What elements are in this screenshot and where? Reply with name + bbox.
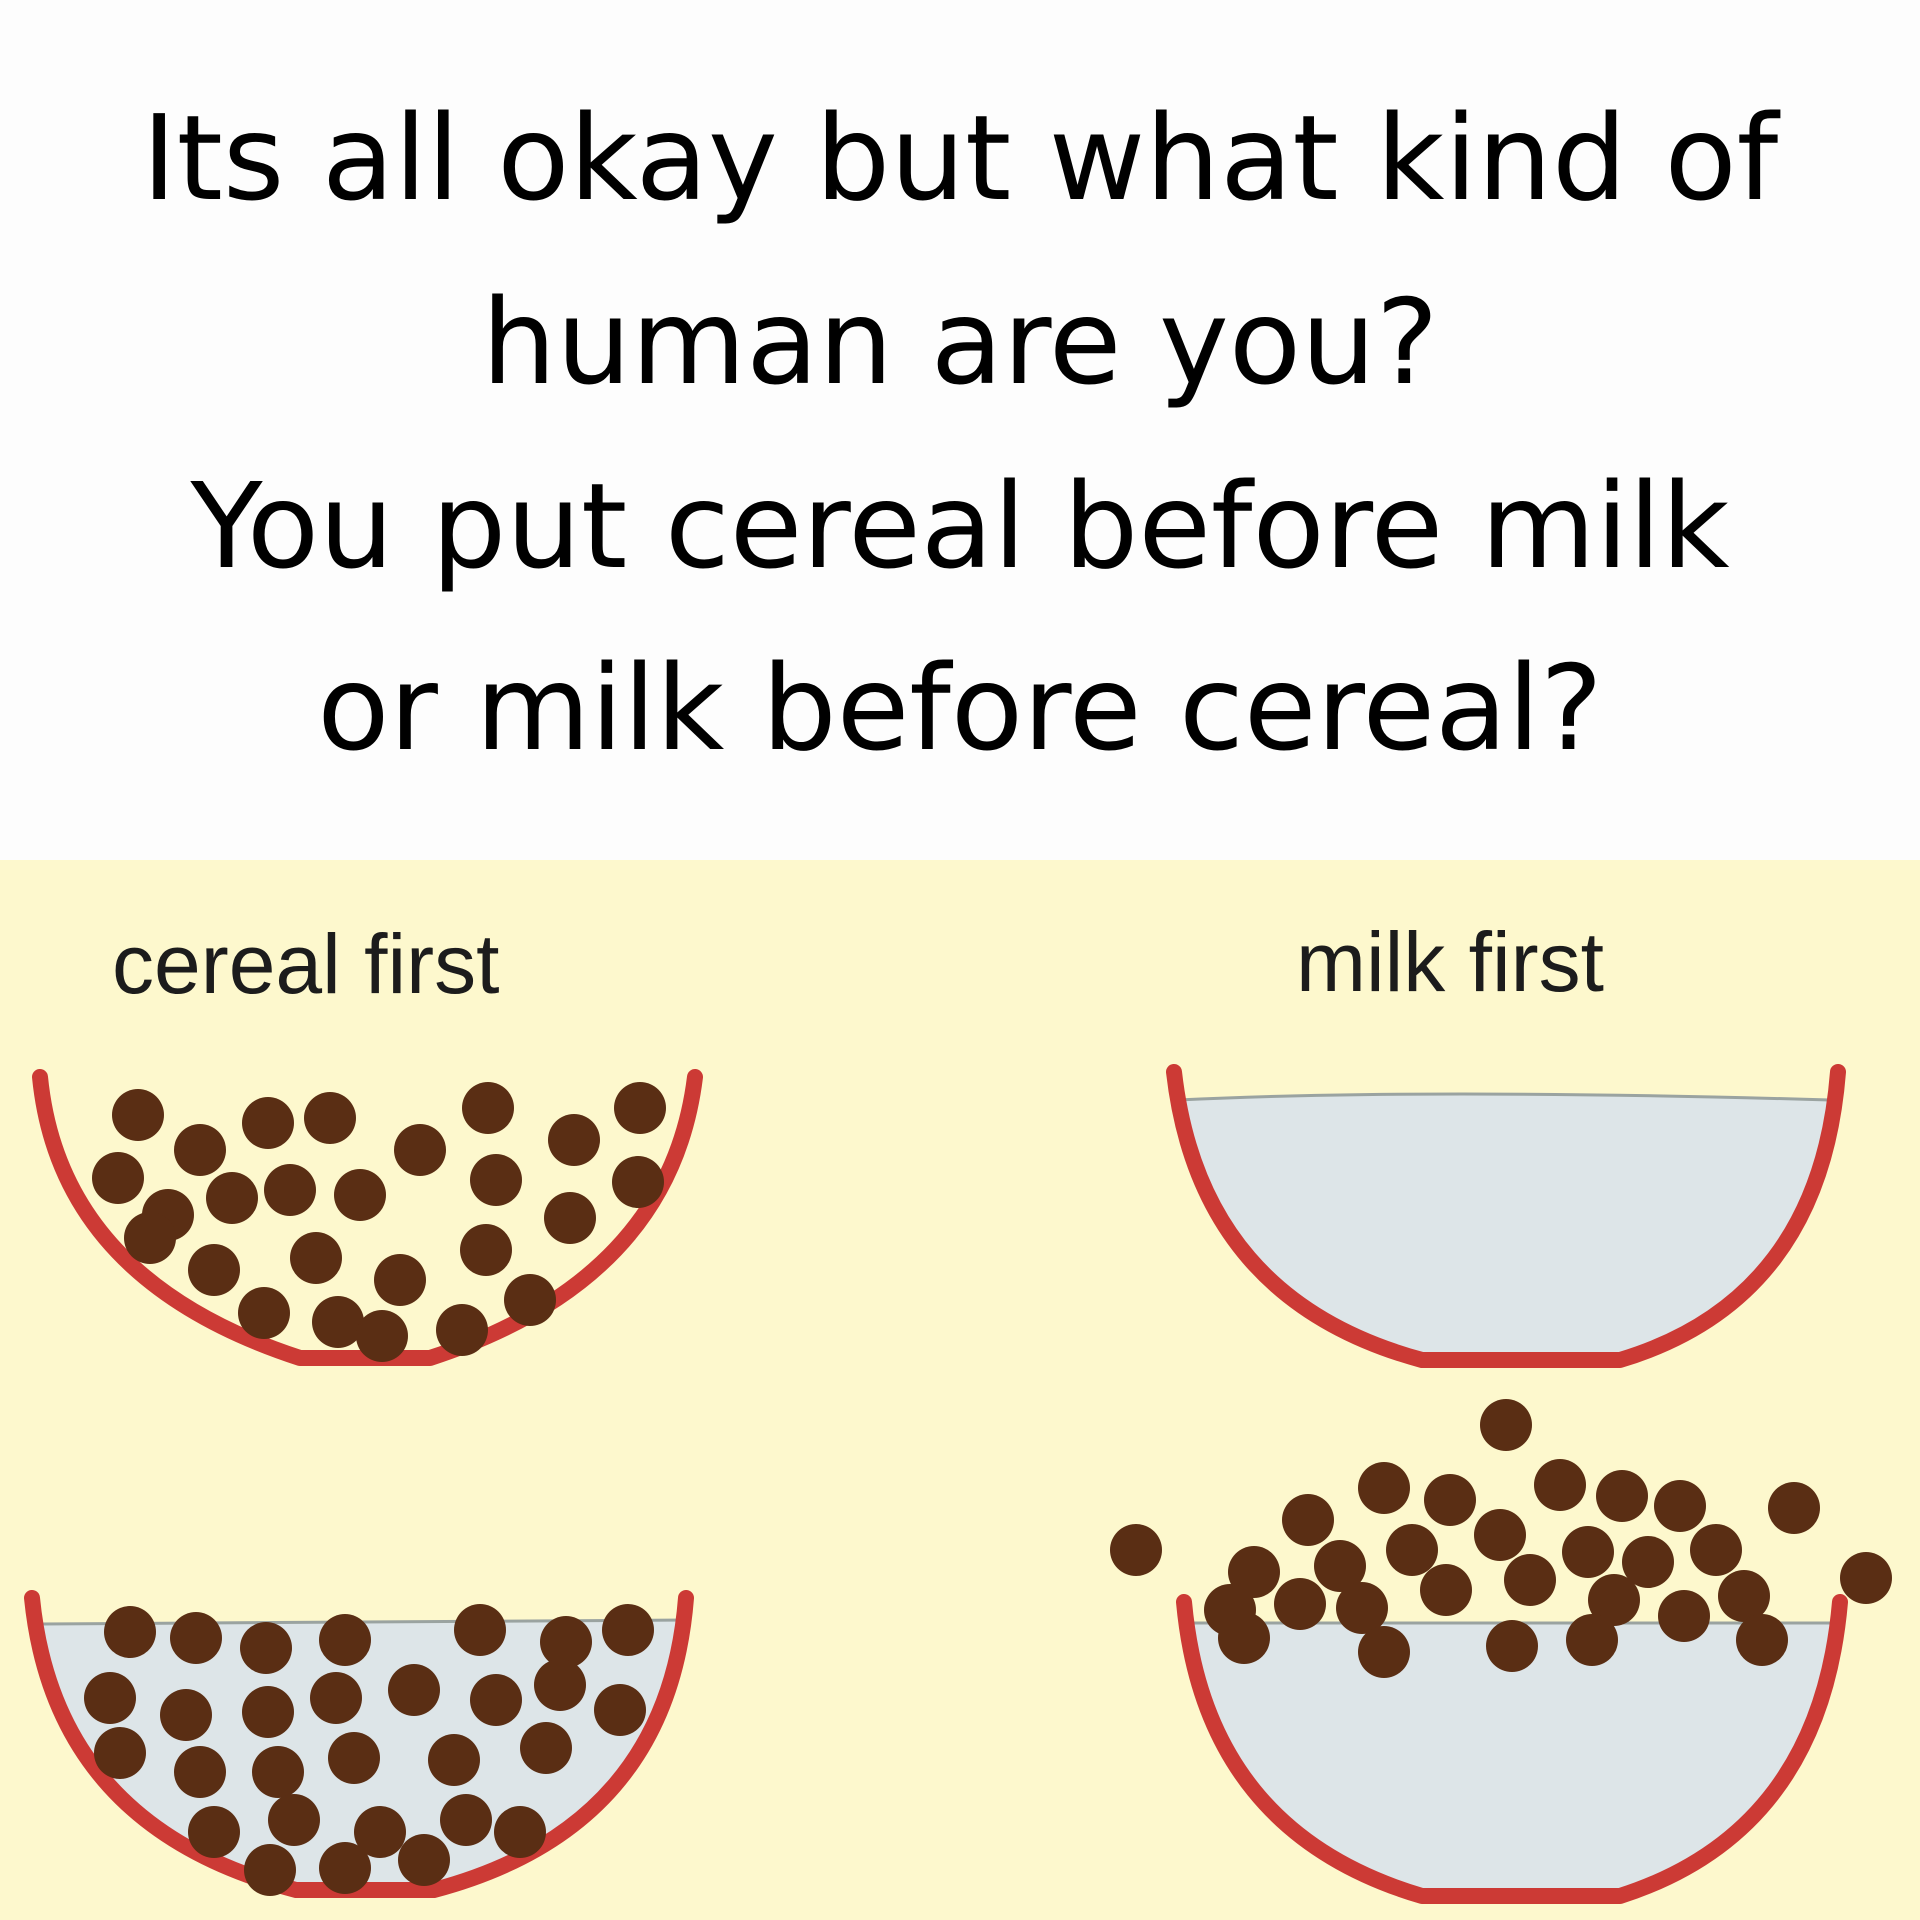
caption-area: Its all okay but what kind of human are … bbox=[0, 0, 1920, 860]
cereal-first-label: cereal first bbox=[112, 917, 500, 1011]
milk-first-label: milk first bbox=[1296, 915, 1604, 1009]
bowl-illustration: cereal first milk first bbox=[0, 860, 1920, 1920]
milk-surface bbox=[1177, 1092, 1831, 1102]
bowl-outline bbox=[1176, 1594, 1848, 1904]
bowl-outline bbox=[24, 1590, 694, 1898]
soaked-cereal bbox=[84, 1604, 654, 1896]
milk-fill bbox=[1178, 1094, 1830, 1355]
milk-only-bowl bbox=[1166, 1064, 1846, 1368]
milk-then-cereal-bowl bbox=[1110, 1399, 1892, 1904]
caption-line-1: Its all okay but what kind of bbox=[141, 89, 1779, 227]
bowls-drawing bbox=[24, 1064, 1892, 1904]
floating-cereal bbox=[1110, 1399, 1892, 1678]
cereal-then-milk-bowl bbox=[24, 1590, 694, 1898]
cereal-only-bowl bbox=[32, 1069, 703, 1366]
caption-line-3: You put cereal before milk bbox=[190, 457, 1730, 595]
caption-line-4: or milk before cereal? bbox=[317, 639, 1603, 777]
bowl-outline bbox=[1166, 1064, 1846, 1368]
cereal-pile bbox=[92, 1082, 666, 1362]
milk-fill bbox=[1188, 1623, 1830, 1888]
caption-line-2: human are you? bbox=[481, 273, 1439, 411]
